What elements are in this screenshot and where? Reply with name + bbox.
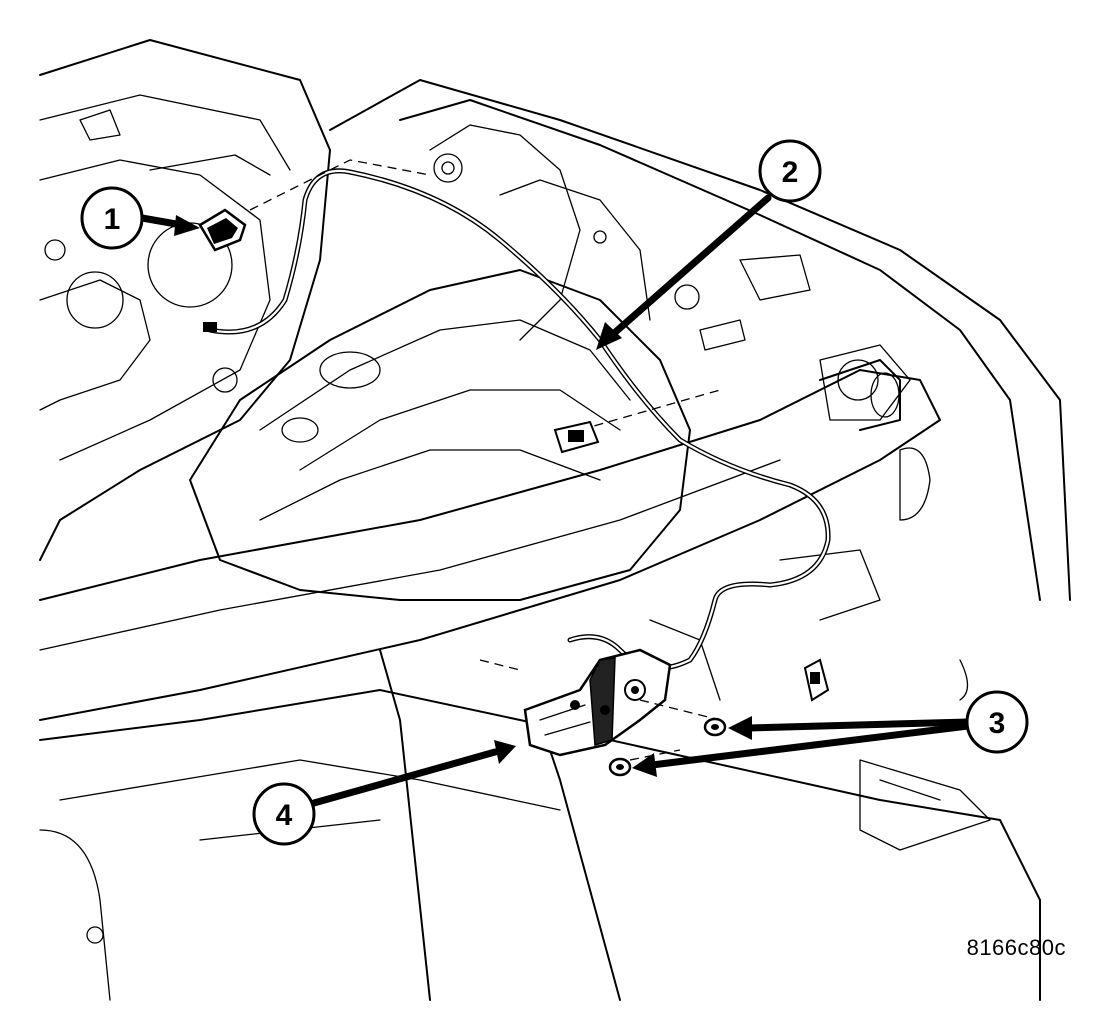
engine-shape (189, 269, 691, 601)
hood-latch (479, 648, 721, 761)
leader-arrow-3b (632, 722, 972, 777)
lower-structure (39, 549, 1041, 1001)
leader-arrow-1 (138, 214, 200, 236)
callout-1: 1 (80, 186, 144, 250)
callout-2: 2 (758, 139, 822, 203)
leader-arrow-4 (310, 740, 516, 807)
callout-4-label: 4 (276, 799, 293, 832)
callout-2-label: 2 (782, 156, 799, 189)
left-inner-fender (39, 39, 331, 561)
callout-3: 3 (965, 690, 1029, 754)
hood-release-cable (207, 159, 831, 671)
radiator-support-upper (329, 79, 1071, 601)
callout-3-label: 3 (989, 707, 1006, 740)
leader-arrow-3a (728, 716, 972, 740)
leader-arrow-2 (596, 194, 772, 350)
cable-connector (553, 420, 600, 454)
latch-nuts (608, 717, 727, 777)
figure-id: 8166c80c (966, 935, 1066, 960)
callout-4: 4 (252, 782, 316, 846)
crossmember (39, 359, 941, 721)
cable-clip (803, 658, 830, 702)
hood-ajar-switch (198, 208, 247, 332)
callout-1-label: 1 (104, 203, 121, 236)
